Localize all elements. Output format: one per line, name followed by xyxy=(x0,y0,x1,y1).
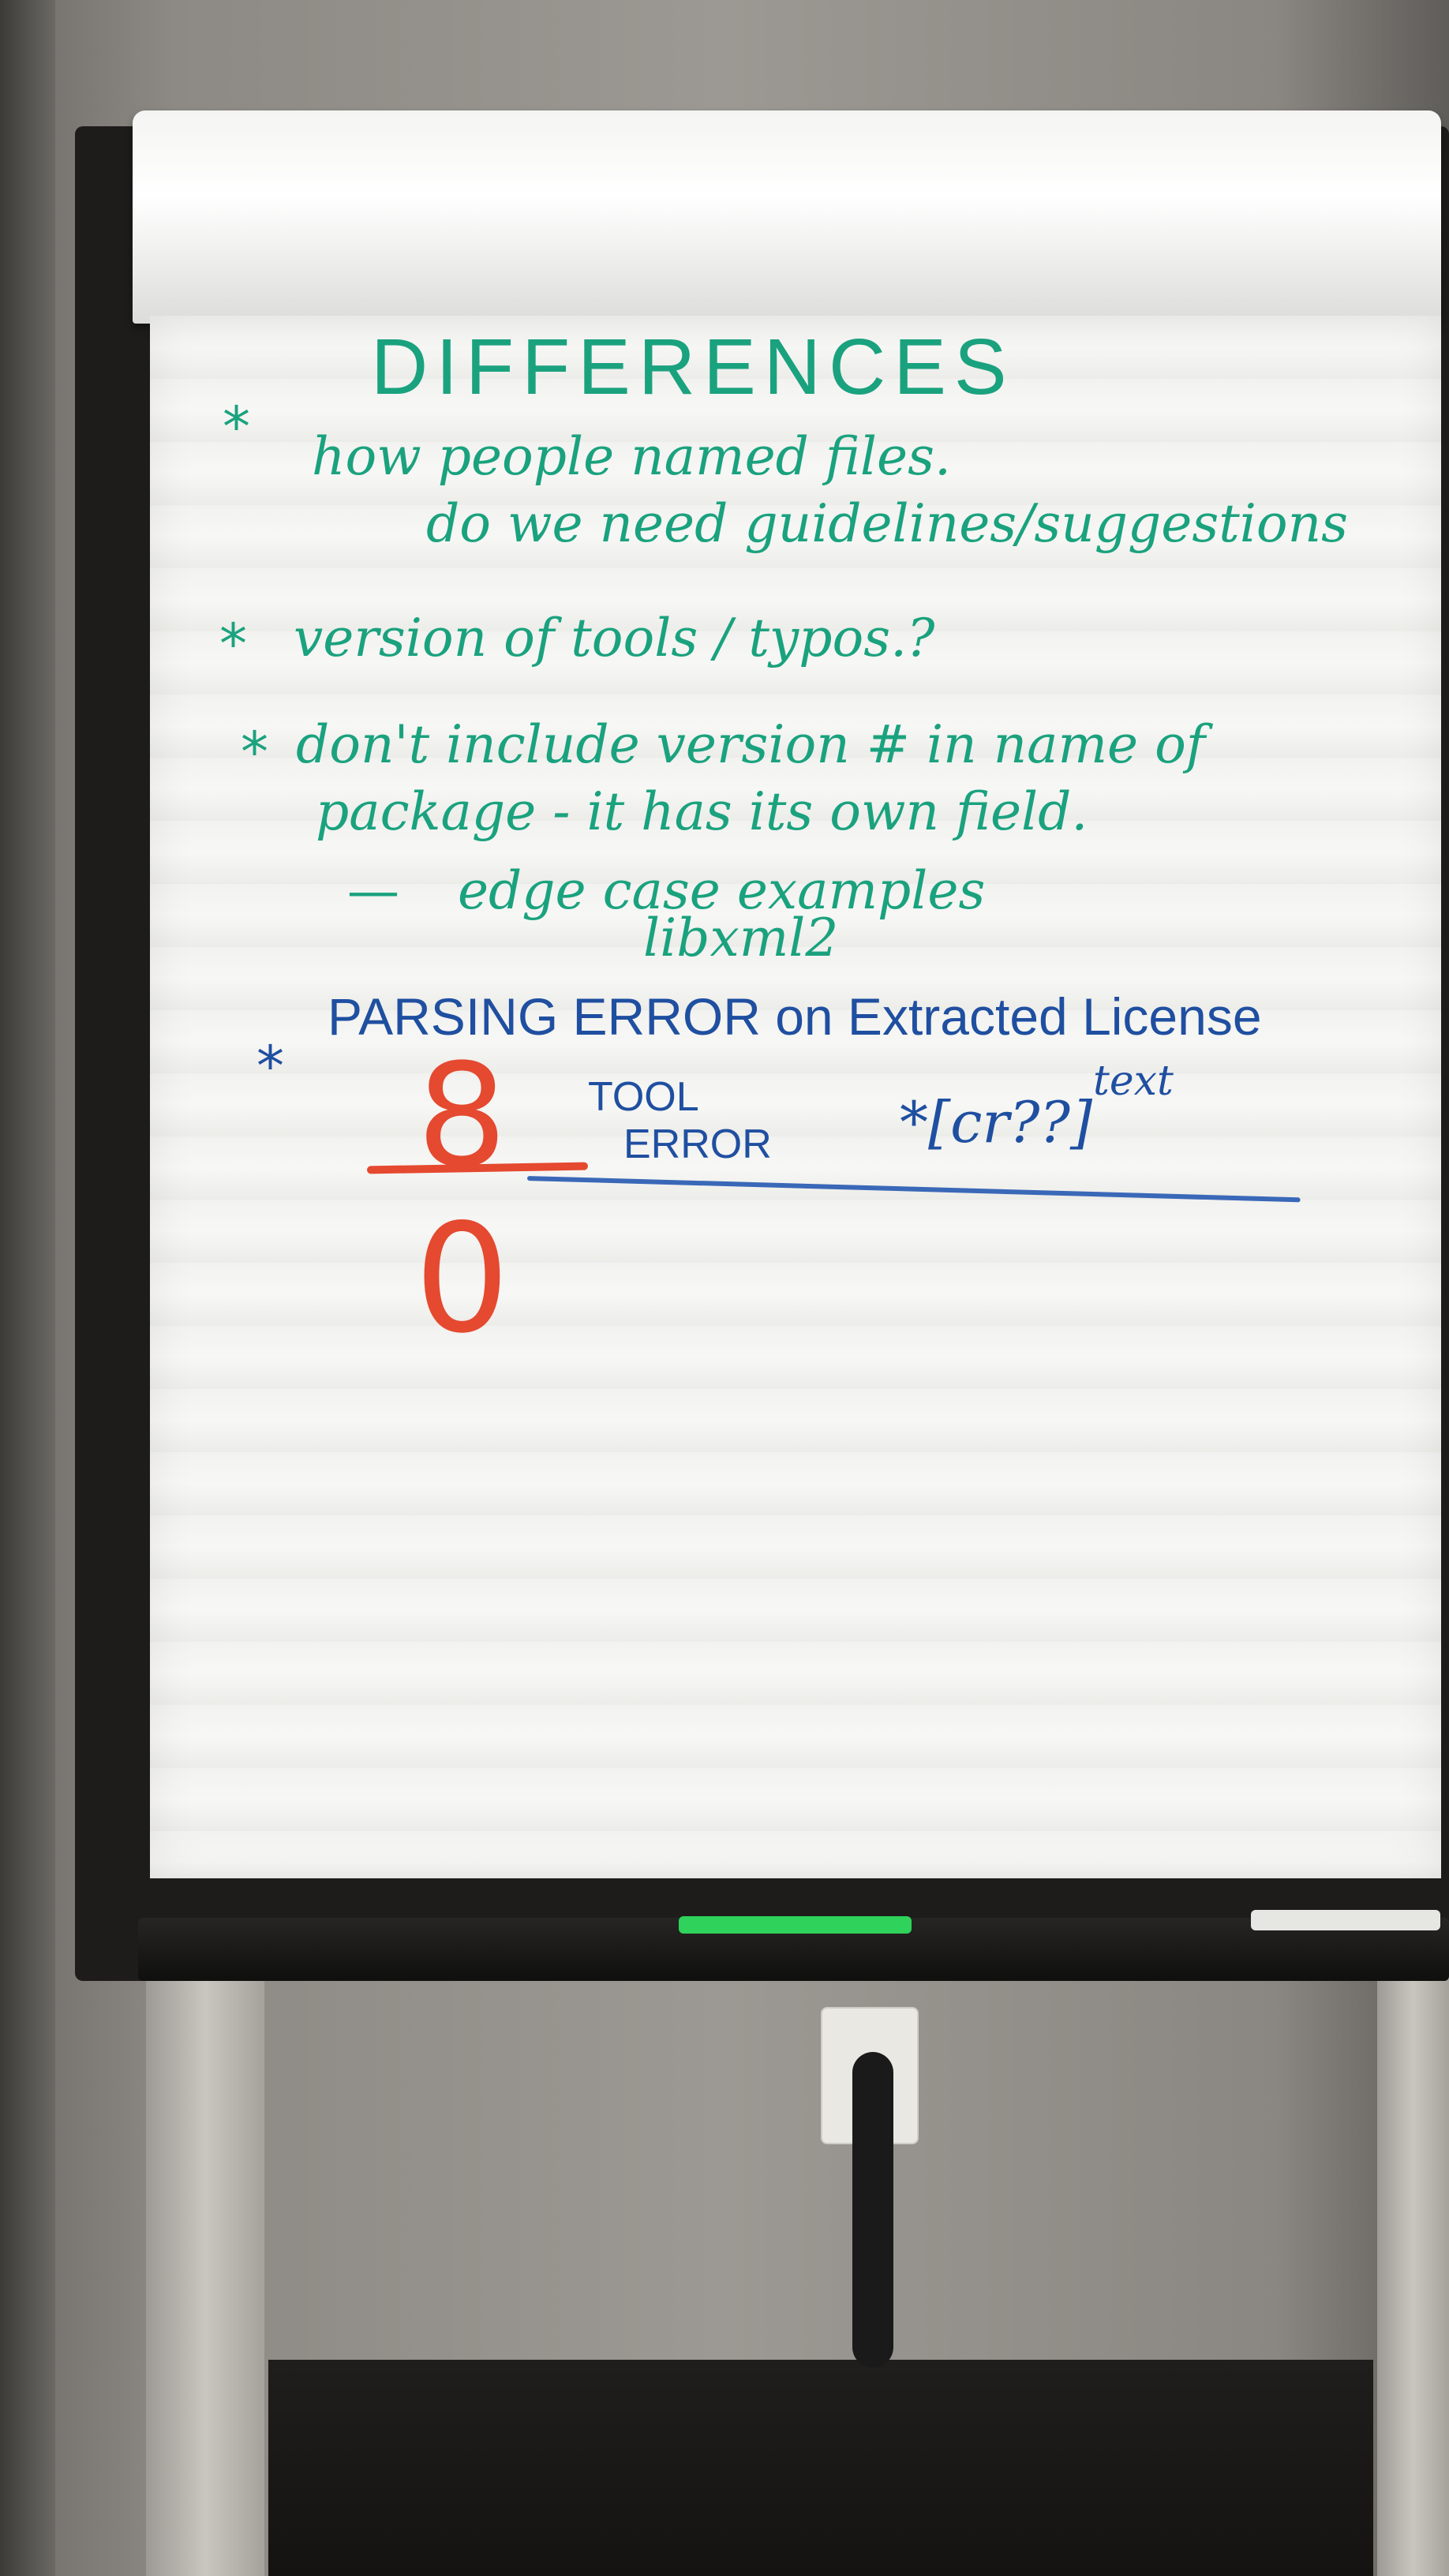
bullet-3: * xyxy=(241,720,268,784)
error-label: ERROR xyxy=(623,1121,772,1167)
item-3-sub-line-1: edge case examples xyxy=(458,860,986,921)
item-1-line-2: do we need guidelines/suggestions xyxy=(426,493,1348,554)
item-1-line-1: how people named files. xyxy=(312,426,951,487)
fraction-numerator: 8 xyxy=(417,1034,507,1199)
fraction-denominator: 0 xyxy=(414,1192,510,1366)
bullet-2: * xyxy=(219,612,247,676)
floor-baseboard xyxy=(268,2360,1373,2576)
item-3-sub-dash: — xyxy=(347,860,399,921)
bullet-4: * xyxy=(256,1034,284,1099)
bullet-1: * xyxy=(223,395,250,459)
easel-leg-right xyxy=(1377,1973,1449,2576)
wall-left-shadow xyxy=(0,0,55,2576)
green-marker xyxy=(679,1916,912,1934)
note-text: text xyxy=(1093,1058,1174,1105)
note-cr: *[cr??] xyxy=(900,1089,1093,1155)
item-3-sub-line-2: libxml2 xyxy=(643,908,839,968)
easel-leg-left xyxy=(146,1973,264,2576)
power-cord xyxy=(852,2052,893,2368)
chart-title: DIFFERENCES xyxy=(371,323,1015,411)
flipchart-sheet xyxy=(150,316,1441,1878)
tool-label: TOOL xyxy=(588,1074,699,1120)
item-3-line-1: don't include version # in name of xyxy=(296,714,1206,775)
item-4-line-1: PARSING ERROR on Extracted License xyxy=(328,987,1262,1046)
paper-roll xyxy=(133,110,1441,324)
item-3-line-2: package - it has its own field. xyxy=(316,781,1088,842)
item-2-line-1: version of tools / typos.? xyxy=(294,608,935,668)
white-marker xyxy=(1251,1910,1440,1930)
